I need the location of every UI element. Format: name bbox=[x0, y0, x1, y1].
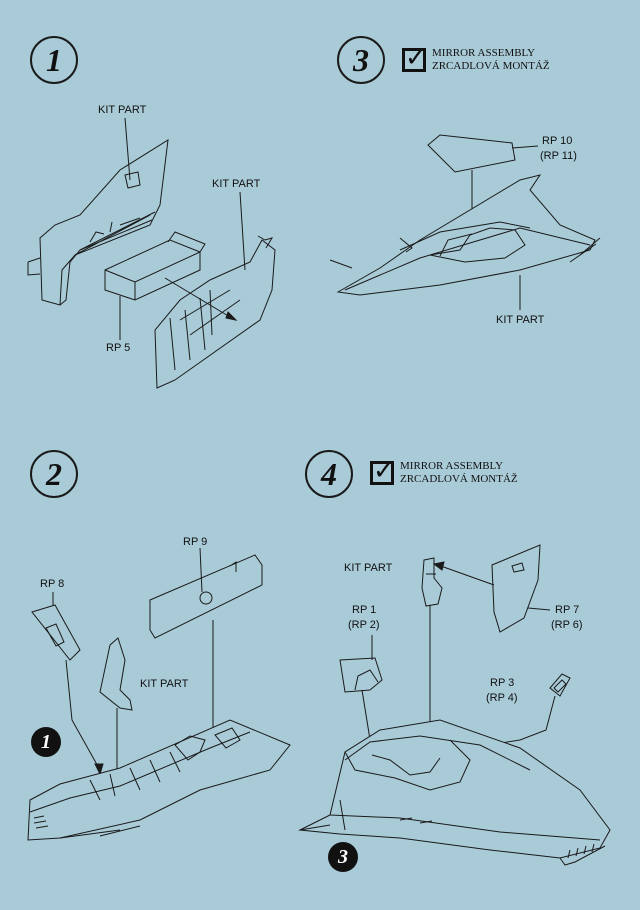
step4-mirror-line1: MIRROR ASSEMBLY bbox=[400, 460, 504, 472]
step3-rp10-label: RP 10 bbox=[542, 135, 573, 147]
step3-mirror-line1: MIRROR ASSEMBLY bbox=[432, 47, 536, 59]
step4-mirror-line2: ZRCADLOVÁ MONTÁŽ bbox=[400, 473, 518, 485]
step-3-number: 3 bbox=[337, 36, 385, 84]
step3-mirror-line2: ZRCADLOVÁ MONTÁŽ bbox=[432, 60, 550, 72]
step4-mirror-assembly: ✓ MIRROR ASSEMBLY ZRCADLOVÁ MONTÁŽ bbox=[370, 458, 518, 486]
step3-checked-box-icon: ✓ bbox=[402, 45, 427, 72]
step-2-number: 2 bbox=[30, 450, 78, 498]
step1-rp5-label: RP 5 bbox=[106, 342, 131, 354]
step-4-number: 4 bbox=[305, 450, 353, 498]
step4-kit-part-label: KIT PART bbox=[344, 562, 393, 574]
step3-kit-part-label: KIT PART bbox=[496, 314, 545, 326]
step3-mirror-assembly: ✓ MIRROR ASSEMBLY ZRCADLOVÁ MONTÁŽ bbox=[402, 45, 550, 73]
step4-rp7-label: RP 7 bbox=[555, 604, 580, 616]
step4-rp3-label: RP 3 bbox=[490, 677, 515, 689]
step2-rp8-label: RP 8 bbox=[40, 578, 65, 590]
step2-kit-part-label: KIT PART bbox=[140, 678, 189, 690]
step4-checked-box-icon: ✓ bbox=[370, 458, 395, 485]
step2-reference-badge: 1 bbox=[31, 727, 61, 757]
step3-rp11-label: (RP 11) bbox=[540, 150, 577, 162]
step2-rp9-label: RP 9 bbox=[183, 536, 208, 548]
step4-rp6-label: (RP 6) bbox=[551, 619, 583, 631]
step4-rp4-label: (RP 4) bbox=[486, 692, 518, 704]
step4-reference-badge: 3 bbox=[328, 842, 358, 872]
step1-kit-part-label-a: KIT PART bbox=[98, 104, 147, 116]
step1-kit-part-label-b: KIT PART bbox=[212, 178, 261, 190]
step4-rp2-label: (RP 2) bbox=[348, 619, 380, 631]
step4-rp1-label: RP 1 bbox=[352, 604, 377, 616]
step-1-number: 1 bbox=[30, 36, 78, 84]
